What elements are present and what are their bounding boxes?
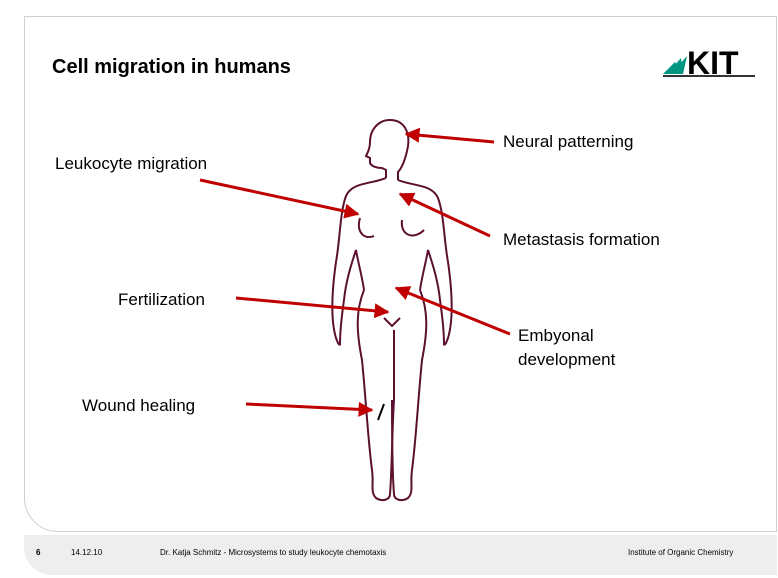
footer-institute: Institute of Organic Chemistry [628, 548, 733, 557]
arrow-embryonal [396, 288, 510, 334]
arrow-fertilization [236, 298, 388, 312]
arrow-metastasis [400, 194, 490, 236]
label-fertilization: Fertilization [118, 290, 205, 310]
arrow-leukocyte [200, 180, 358, 214]
label-embryonal-line2: development [518, 350, 615, 370]
label-wound-healing: Wound healing [82, 396, 195, 416]
footer-page-number: 6 [36, 548, 40, 557]
arrow-wound [246, 404, 372, 410]
arrow-neural [406, 134, 494, 142]
footer-date: 14.12.10 [71, 548, 102, 557]
label-embryonal-line1: Embyonal [518, 326, 594, 346]
label-leukocyte-migration: Leukocyte migration [55, 154, 207, 174]
arrows [200, 134, 510, 410]
body-outline [332, 120, 452, 500]
label-neural-patterning: Neural patterning [503, 132, 633, 152]
footer-author-talk: Dr. Katja Schmitz - Microsystems to stud… [160, 548, 386, 557]
label-metastasis-formation: Metastasis formation [503, 230, 660, 250]
